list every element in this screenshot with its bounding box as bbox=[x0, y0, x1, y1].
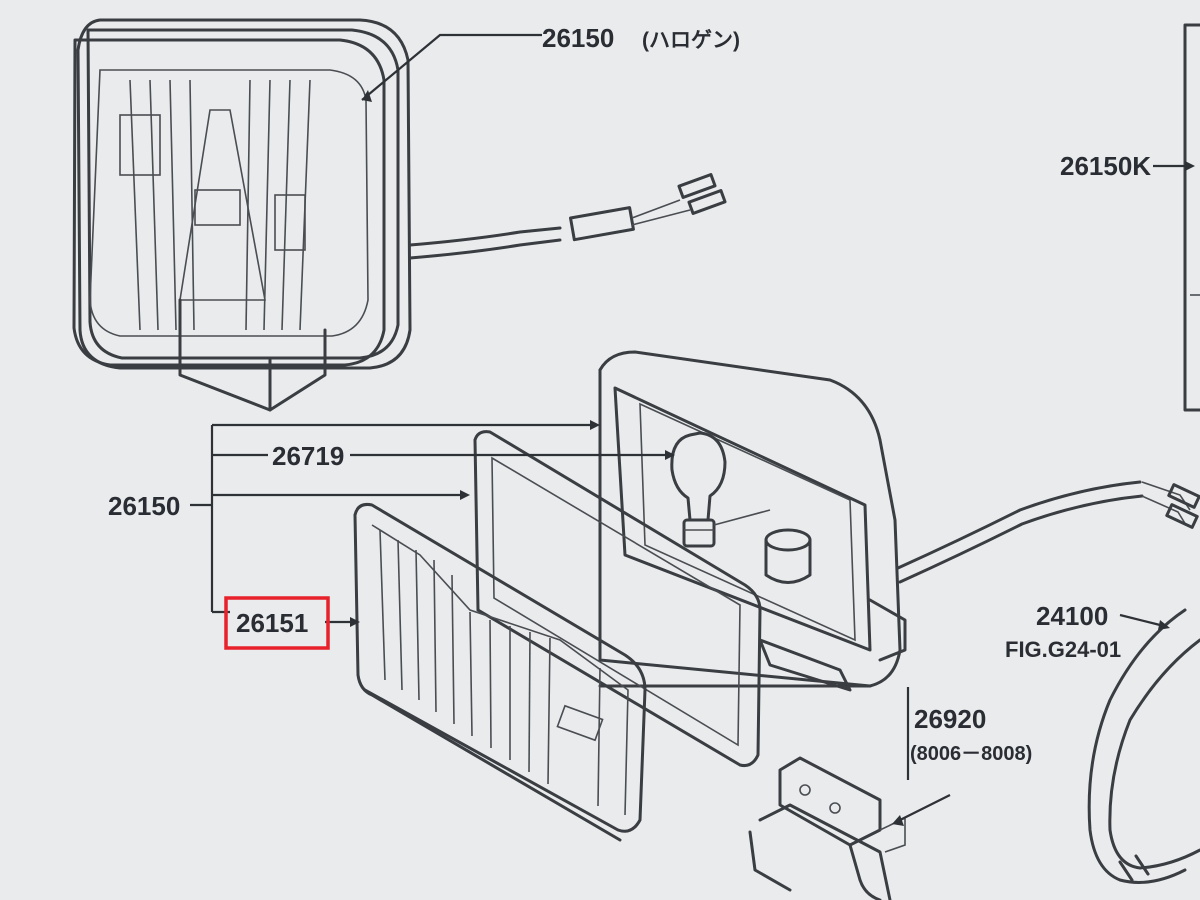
halogen-work-lamp bbox=[72, 18, 727, 412]
label-assembly: 26150 bbox=[108, 491, 180, 521]
wire-harness bbox=[1087, 608, 1200, 884]
mounting-bracket bbox=[748, 756, 906, 900]
label-lamp-kit: 26150K bbox=[1060, 151, 1151, 181]
label-bracket-range: (8006－8008) bbox=[910, 743, 1032, 765]
label-harness: 24100 bbox=[1036, 601, 1108, 631]
lamp-housing bbox=[598, 350, 1200, 692]
lens-gasket bbox=[473, 430, 762, 767]
label-bracket: 26920 bbox=[914, 704, 986, 734]
leader-lines bbox=[190, 33, 1195, 826]
label-harness-ref: FIG.G24-01 bbox=[1005, 637, 1121, 662]
highlight-box bbox=[224, 596, 330, 650]
label-halogen-note: (ハロゲン) bbox=[642, 29, 740, 52]
lamp-kit-edge bbox=[1183, 23, 1200, 412]
label-lens: 26151 bbox=[236, 608, 308, 638]
label-bulb: 26719 bbox=[272, 441, 344, 471]
part-labels: 26150 (ハロゲン) 26150K 26719 26150 26151 24… bbox=[108, 23, 1151, 765]
label-halogen-lamp: 26150 bbox=[542, 23, 614, 53]
bulb bbox=[670, 431, 727, 548]
bulb-socket bbox=[764, 528, 812, 584]
lamp-lens bbox=[353, 503, 647, 842]
